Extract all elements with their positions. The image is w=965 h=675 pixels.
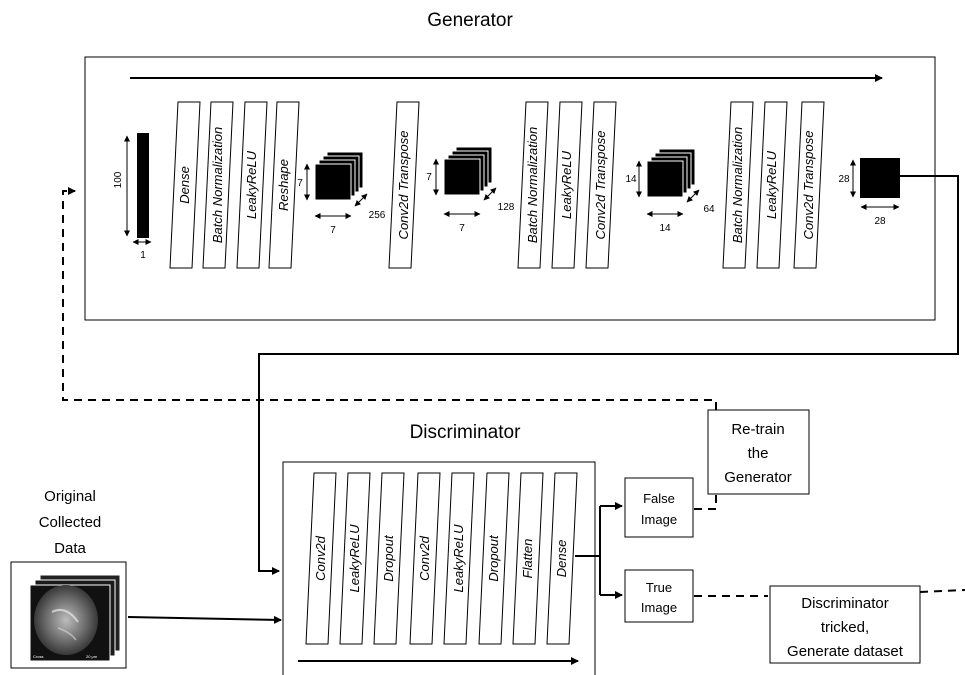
svg-text:64: 64 (703, 204, 715, 215)
data-label-line2: Collected (39, 514, 102, 531)
generator-layer-label: Batch Normalization (730, 127, 745, 243)
original-data-image-stack: Cross 20 μm (10, 561, 127, 669)
svg-text:Generate dataset: Generate dataset (787, 643, 904, 660)
input-width-label: 1 (140, 250, 146, 261)
discriminator-layer-label: Dropout (381, 534, 396, 582)
generator-output-image: 28 28 (838, 158, 900, 227)
discriminator-layer-block (409, 472, 441, 645)
svg-text:14: 14 (659, 223, 671, 234)
discriminator-layer-label: Conv2d (417, 535, 432, 581)
discriminator-layer-label: LeakyReLU (347, 524, 362, 593)
generator-layer-label: Batch Normalization (210, 127, 225, 243)
svg-text:7: 7 (330, 225, 336, 236)
svg-text:False: False (643, 491, 675, 506)
svg-text:256: 256 (369, 210, 386, 221)
discriminator-layer-block (339, 472, 371, 645)
generator-layer-label: Reshape (276, 159, 291, 211)
generator-layer-block (236, 101, 268, 269)
svg-text:Generator: Generator (724, 469, 792, 486)
generator-layer-block (169, 101, 201, 269)
svg-text:20 μm: 20 μm (86, 654, 98, 659)
generator-layer-block (722, 101, 754, 269)
discriminator-layer-label: Conv2d (313, 535, 328, 581)
discriminator-layer-label: LeakyReLU (451, 524, 466, 593)
generator-input-vector: 100 1 (113, 133, 152, 261)
svg-text:Image: Image (641, 600, 677, 615)
generator-title: Generator (427, 10, 513, 31)
false-to-retrain-dashed (694, 492, 717, 510)
generator-layer-block (551, 101, 583, 269)
svg-text:Cross: Cross (33, 654, 43, 659)
cell-image (34, 585, 98, 655)
discriminator-layer-block (512, 472, 544, 645)
discriminator-layer-label: Dense (554, 540, 569, 578)
generator-layer-label: Dense (177, 166, 192, 204)
retrain-feedback-dashed (62, 187, 717, 410)
input-height-label: 100 (113, 171, 124, 188)
false-image-box (624, 477, 694, 538)
generator-layer-label: LeakyReLU (559, 150, 574, 219)
discriminator-title: Discriminator (410, 422, 522, 443)
true-image-box (624, 569, 694, 623)
generator-layer-block (585, 101, 617, 269)
generator-layer-block (202, 101, 234, 269)
svg-text:Image: Image (641, 512, 677, 527)
svg-text:True: True (646, 580, 672, 595)
generator-layer-block (793, 101, 825, 269)
discriminator-layer-block (443, 472, 475, 645)
svg-text:7: 7 (297, 178, 303, 189)
generator-layer-label: Conv2d Transpose (801, 131, 816, 240)
svg-text:tricked,: tricked, (821, 619, 869, 636)
generator-layer-label: LeakyReLU (764, 150, 779, 219)
discriminator-tricked-box (769, 585, 921, 664)
tricked-continue-dashed (919, 589, 965, 593)
svg-text:7: 7 (459, 223, 465, 234)
generator-layer-block (756, 101, 788, 269)
svg-text:28: 28 (838, 174, 850, 185)
tensor-7x7x256: 7 7 256 (297, 151, 386, 236)
tensor-7x7x128: 7 7 128 (426, 146, 515, 234)
generator-layers: Dense Batch Normalization LeakyReLU Reshape… (169, 101, 825, 269)
tensor-14x14x64: 14 14 64 (625, 148, 715, 234)
svg-text:Re-train: Re-train (731, 421, 784, 438)
generator-layer-label: LeakyReLU (244, 150, 259, 219)
discriminator-layer-label: Flatten (520, 539, 535, 579)
generated-image-connector (258, 175, 959, 575)
data-label-line1: Original (44, 488, 96, 505)
svg-text:7: 7 (426, 172, 432, 183)
generator-layer-label: Batch Normalization (525, 127, 540, 243)
discriminator-layer-block (546, 472, 578, 645)
generator-layer-block (388, 101, 420, 269)
generator-layer-label: Conv2d Transpose (396, 131, 411, 240)
svg-text:Discriminator: Discriminator (801, 595, 889, 612)
discriminator-layer-block (305, 472, 337, 645)
discriminator-layer-block (373, 472, 405, 645)
retrain-generator-box (707, 409, 810, 495)
svg-text:the: the (748, 445, 769, 462)
svg-text:14: 14 (625, 174, 637, 185)
generator-layer-block (268, 101, 300, 269)
discriminator-layer-label: Dropout (486, 534, 501, 582)
svg-text:28: 28 (874, 216, 886, 227)
svg-text:128: 128 (498, 202, 515, 213)
data-label-line3: Data (54, 540, 86, 557)
generator-layer-label: Conv2d Transpose (593, 131, 608, 240)
real-data-arrow (127, 615, 282, 624)
discriminator-layer-block (478, 472, 510, 645)
generator-layer-block (517, 101, 549, 269)
discriminator-layers: Conv2d LeakyReLU Dropout Conv2d LeakyReLU Dro… (305, 472, 578, 645)
